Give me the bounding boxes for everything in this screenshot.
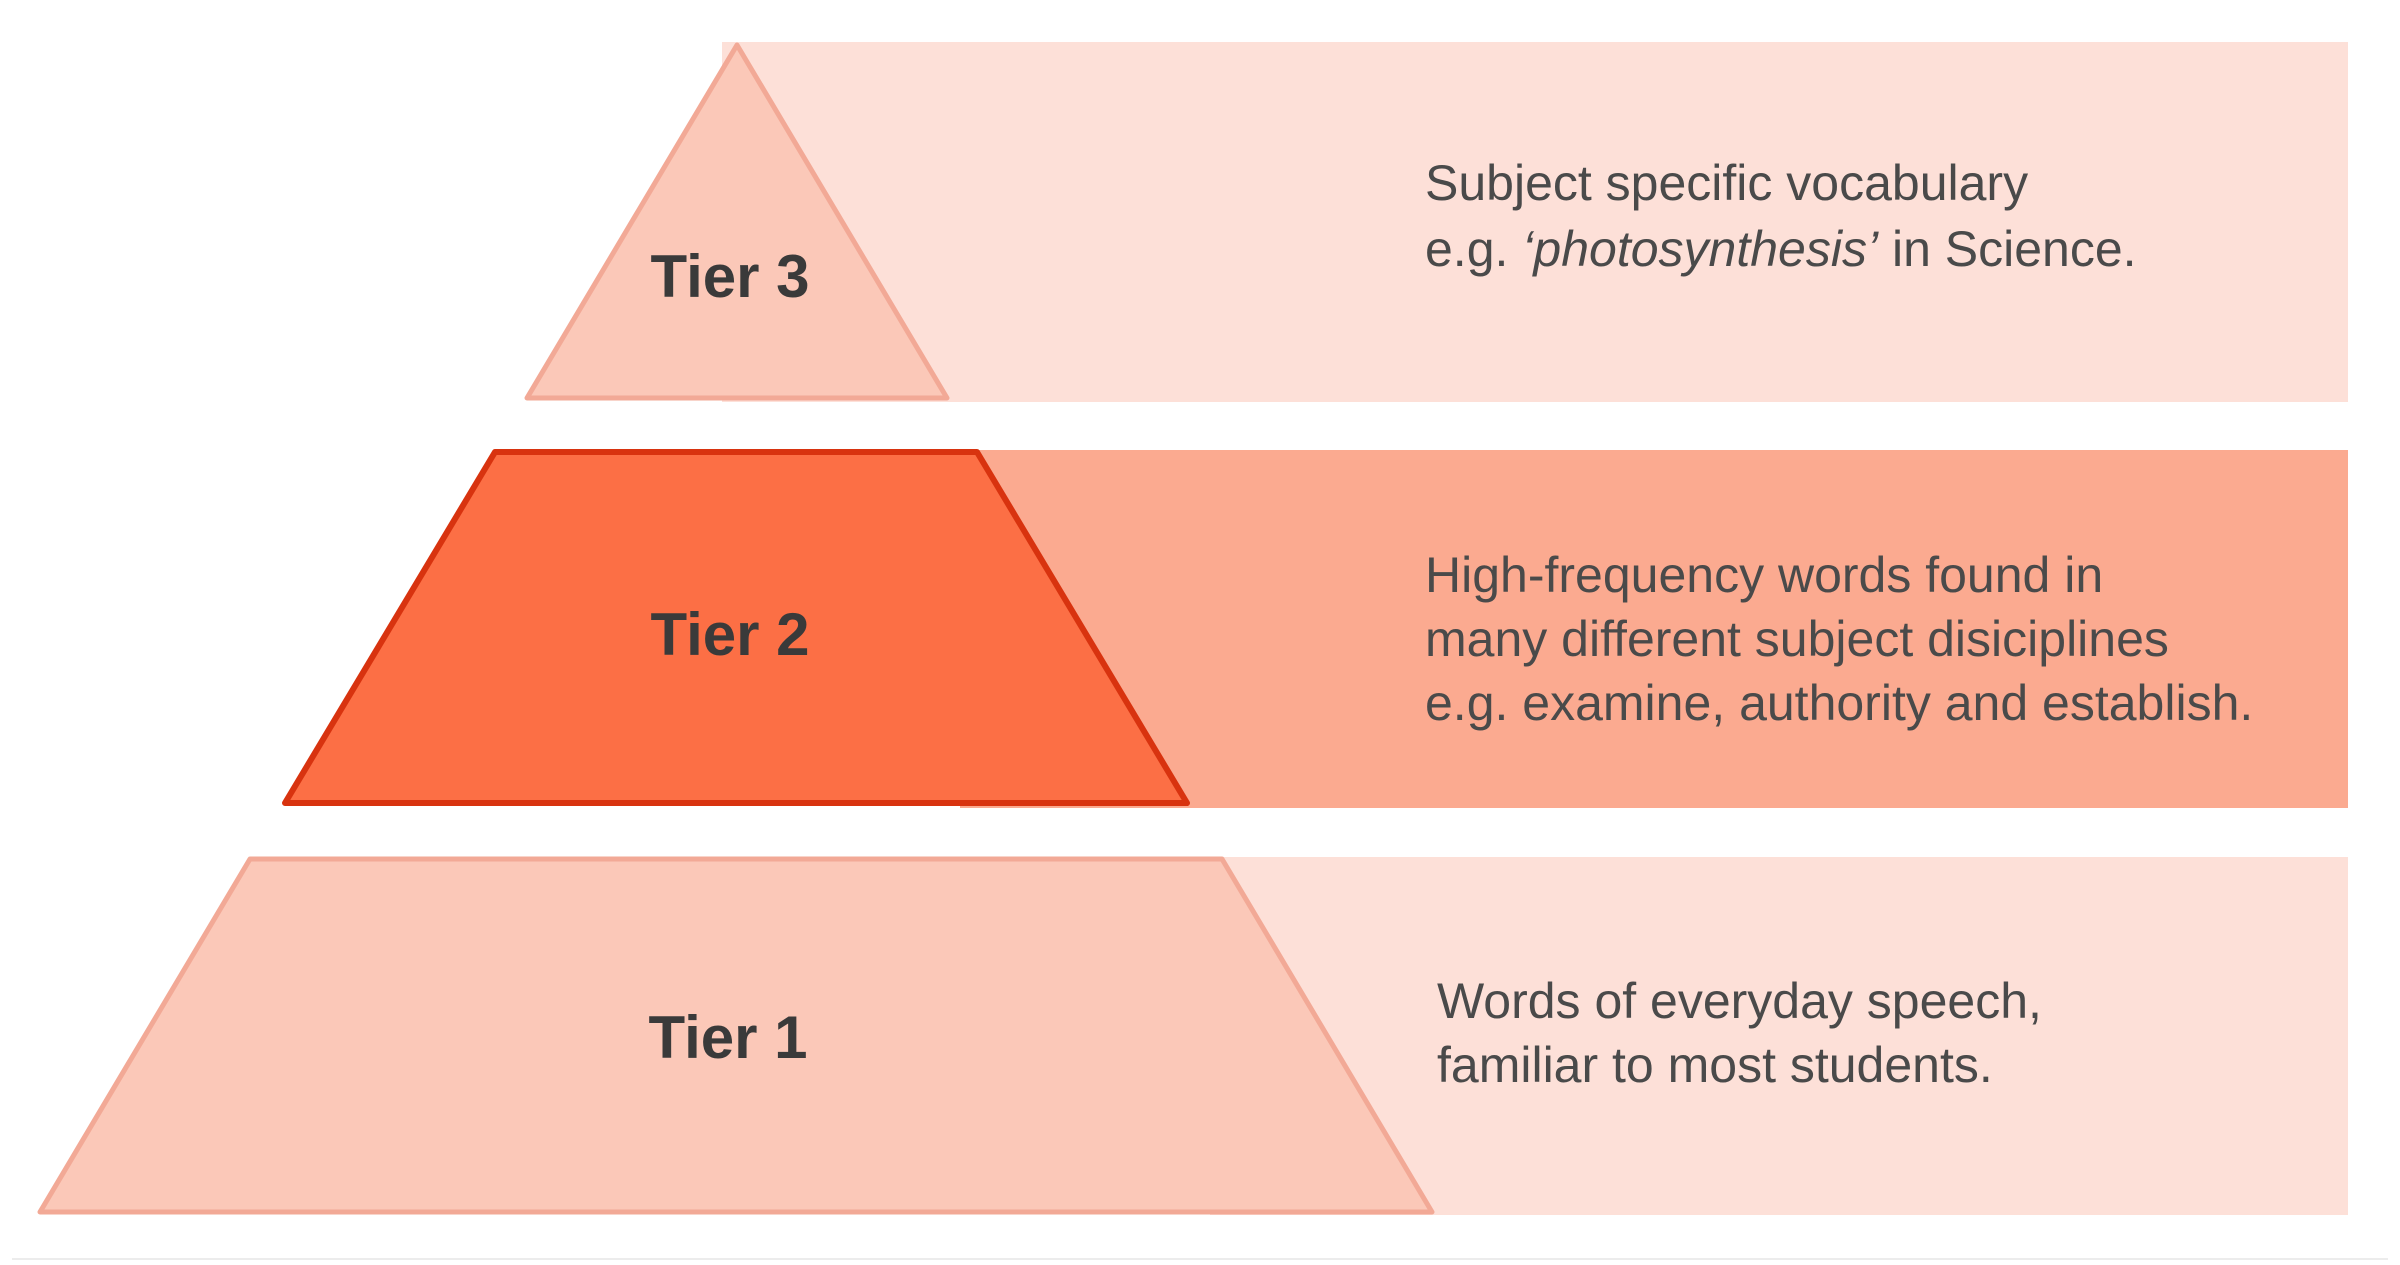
tier-3-example-term: ‘photosynthesis’ bbox=[1522, 221, 1879, 277]
tier-2-description-line-2: many different subject disiciplines bbox=[1425, 611, 2169, 667]
tier-2-description-line-3: e.g. examine, authority and establish. bbox=[1425, 675, 2253, 731]
tier-1-label: Tier 1 bbox=[649, 1004, 808, 1071]
tier-3-triangle bbox=[524, 42, 950, 401]
tier-3-band bbox=[722, 42, 2348, 402]
tier-2-row: Tier 2 High-frequency words found in man… bbox=[282, 449, 2348, 808]
tier-2-description: High-frequency words found in many diffe… bbox=[1425, 547, 2253, 731]
tier-3-example-prefix: e.g. bbox=[1425, 221, 1522, 277]
tier-3-example-suffix: in Science. bbox=[1878, 221, 2136, 277]
tier-2-description-line-1: High-frequency words found in bbox=[1425, 547, 2103, 603]
tier-3-description-line-1: Subject specific vocabulary bbox=[1425, 155, 2028, 211]
tier-1-description-line-1: Words of everyday speech, bbox=[1437, 973, 2042, 1029]
tier-1-description: Words of everyday speech, familiar to mo… bbox=[1437, 973, 2056, 1093]
tier-1-trapezoid bbox=[37, 856, 1435, 1215]
tier-3-description-line-2: e.g. ‘photosynthesis’ in Science. bbox=[1425, 221, 2137, 277]
tier-2-trapezoid bbox=[282, 449, 1190, 806]
tier-1-description-line-2: familiar to most students. bbox=[1437, 1037, 1993, 1093]
tier-3-label: Tier 3 bbox=[651, 243, 810, 310]
tier-3-description: Subject specific vocabulary e.g. ‘photos… bbox=[1425, 155, 2137, 277]
tier-2-label: Tier 2 bbox=[651, 601, 810, 668]
tier-1-row: Tier 1 Words of everyday speech, familia… bbox=[37, 856, 2348, 1215]
tier-2-band bbox=[960, 450, 2348, 808]
tier-3-row: Tier 3 Subject specific vocabulary e.g. … bbox=[524, 42, 2348, 402]
bottom-divider bbox=[12, 1258, 2388, 1260]
